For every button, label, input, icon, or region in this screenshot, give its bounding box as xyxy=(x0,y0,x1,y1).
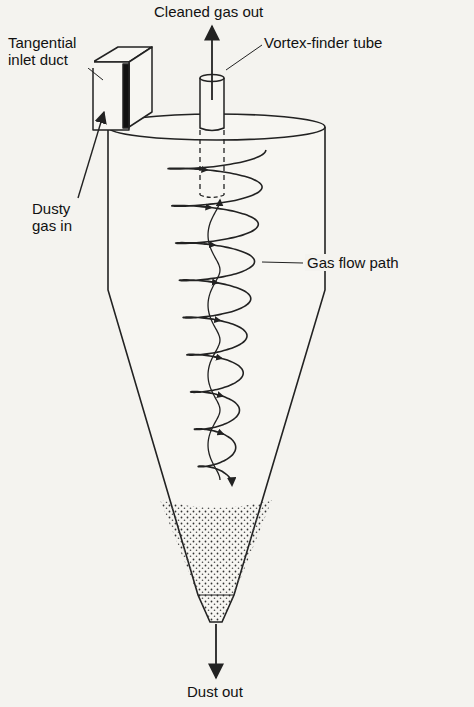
flow-arrowhead xyxy=(204,244,215,245)
inflow-arrow xyxy=(78,112,104,198)
flow-arrowhead xyxy=(208,281,218,282)
flow-arrowhead xyxy=(218,432,224,434)
outflow-arrow xyxy=(211,26,213,100)
part-label: Gas flow path xyxy=(305,254,401,271)
gas-flow-spiral xyxy=(168,150,266,485)
cyclone-body xyxy=(108,127,325,622)
leader-line xyxy=(226,45,262,70)
leader-line xyxy=(88,68,103,80)
flow-arrowhead xyxy=(211,319,220,321)
vortex-finder-hidden xyxy=(200,195,224,198)
part-label: Tangential inlet duct xyxy=(6,34,94,68)
flow-arrowhead xyxy=(199,206,211,207)
flow-arrowhead xyxy=(194,169,207,170)
inner-vortex xyxy=(208,200,220,480)
collected-dust xyxy=(160,500,272,622)
flow-label: Dusty gas in xyxy=(30,200,90,234)
outlet-label: Dust out xyxy=(185,683,245,700)
outlet-label: Cleaned gas out xyxy=(152,3,265,20)
flow-arrowhead xyxy=(216,394,223,396)
cone-joint xyxy=(198,595,234,596)
leader-line xyxy=(262,262,303,263)
dust-out-arrow xyxy=(215,624,217,678)
flow-arrowhead xyxy=(214,357,222,359)
part-label: Vortex-finder tube xyxy=(262,34,384,51)
vortex-finder-hidden xyxy=(200,130,224,195)
